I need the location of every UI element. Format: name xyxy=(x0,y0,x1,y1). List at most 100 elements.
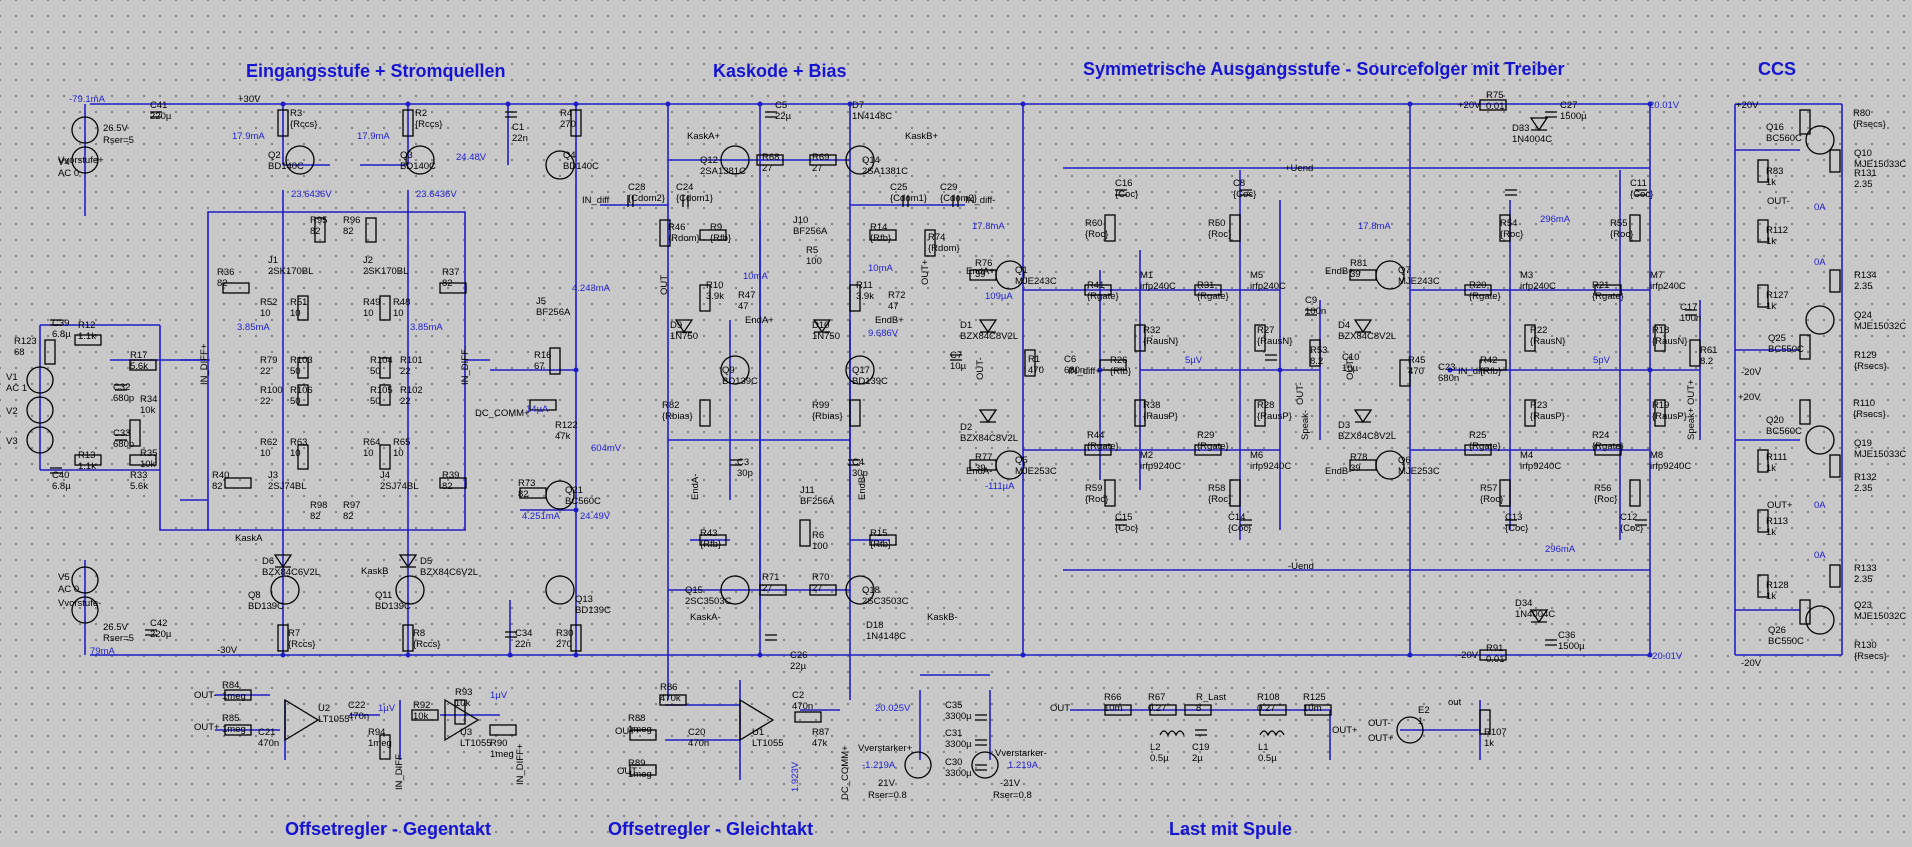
component-ref-r58: R58 xyxy=(1208,483,1226,494)
component-value-r3: {Rccs} xyxy=(290,119,318,130)
component-ref-c42: C42 xyxy=(150,618,168,629)
component-ref-r52: R52 xyxy=(260,297,278,308)
component-value-r132: 2.35 xyxy=(1854,483,1873,494)
component-value-r6: 100 xyxy=(812,541,828,552)
component-value-j1: 2SK170BL xyxy=(268,266,314,277)
component-ref-q13: Q13 xyxy=(575,594,593,605)
section-title-load: Last mit Spule xyxy=(1169,819,1293,839)
component-value-r18: {RausN} xyxy=(1652,336,1688,347)
component-value-r50: {Roc} xyxy=(1208,229,1232,240)
component-value-r104: 50 xyxy=(370,366,381,377)
source-v3-name: V3 xyxy=(6,436,18,447)
component-value-r76: 39 xyxy=(975,269,986,280)
component-ref-r7: R7 xyxy=(288,628,301,639)
component-value-r58: {Roc} xyxy=(1208,494,1232,505)
ann-v-q21: 24.49V xyxy=(580,511,611,522)
component-value-d34: 1N4004C xyxy=(1515,609,1556,620)
ann-i-r73: 4.251mA xyxy=(522,511,561,522)
net-enda-m-2: EndA- xyxy=(966,466,993,477)
component-value-r98: 82 xyxy=(310,511,321,522)
component-value-r89: 1meg xyxy=(628,769,652,780)
component-value-c39: 6.8µ xyxy=(52,329,71,340)
component-ref-r36: R36 xyxy=(217,267,235,278)
component-value-r60: {Roc} xyxy=(1085,229,1109,240)
component-ref-d9: D9 xyxy=(670,320,683,331)
component-value-r9: {Rfb} xyxy=(710,233,732,244)
component-value-j2: 2SK170BL xyxy=(363,266,409,277)
component-value-r14: {Rfb} xyxy=(870,233,892,244)
component-ref-r59: R59 xyxy=(1085,483,1103,494)
component-value-l1: 0.5µ xyxy=(1258,753,1277,764)
component-ref-q15: Q15 xyxy=(685,585,703,596)
component-value-c29: {Cdom2} xyxy=(940,193,977,204)
component-ref-r75: R75 xyxy=(1486,90,1504,101)
component-ref-r21: R21 xyxy=(1592,280,1610,291)
component-ref-r72: R72 xyxy=(888,290,906,301)
component-ref-r15: R15 xyxy=(870,528,888,539)
component-ref-q16: Q16 xyxy=(1766,122,1784,133)
component-ref-c9: C9 xyxy=(1305,295,1318,306)
component-value-j4: 2SJ74BL xyxy=(380,481,419,492)
component-ref-d4: D4 xyxy=(1338,320,1351,331)
component-ref-m3: M3 xyxy=(1520,270,1534,281)
component-ref-r10: R10 xyxy=(706,280,724,291)
component-value-q3: BD140C xyxy=(400,161,436,172)
component-value-r55: {Roc} xyxy=(1610,229,1634,240)
component-value-d6: BZX84C6V2L xyxy=(262,567,321,578)
component-ref-r23: R23 xyxy=(1530,400,1548,411)
component-value-c41: 220µ xyxy=(150,111,172,122)
component-value-r13: 1.1k xyxy=(78,461,96,472)
component-value-c10: 10µ xyxy=(1342,363,1359,374)
component-ref-c26: C26 xyxy=(790,650,808,661)
component-ref-r108: R108 xyxy=(1257,692,1280,703)
section-title-input: Eingangsstufe + Stromquellen xyxy=(246,61,506,81)
component-value-q7: MJE243C xyxy=(1398,276,1440,287)
ann-v-2001n: -20.01V xyxy=(1649,651,1683,662)
component-value-d3: BZX84C8V2L xyxy=(1338,431,1397,442)
component-ref-c36: C36 xyxy=(1558,630,1576,641)
component-ref-r9: R9 xyxy=(710,222,723,233)
component-value-r125: 10m xyxy=(1303,703,1322,714)
component-ref-q9: Q9 xyxy=(722,365,735,376)
net-speak-m: Speak- xyxy=(1300,409,1311,440)
component-ref-r90: R90 xyxy=(490,738,508,749)
component-ref-c13: C13 xyxy=(1505,512,1523,523)
ann-i-r47: 10mA xyxy=(743,271,768,282)
component-value-r64: 10 xyxy=(363,448,374,459)
component-ref-r47: R47 xyxy=(738,290,756,301)
component-ref-r68: R68 xyxy=(762,152,780,163)
component-value-d5: BZX84C6V2L xyxy=(420,567,479,578)
component-value-r82: {Rbias} xyxy=(662,411,693,422)
component-value-r26: {Rfb} xyxy=(1110,366,1132,377)
component-value-r107: 1k xyxy=(1484,738,1495,749)
component-ref-c31: C31 xyxy=(945,728,963,739)
component-value-r106: 50 xyxy=(290,396,301,407)
component-ref-r101: R101 xyxy=(400,355,423,366)
component-value-r46: {Rdom} xyxy=(668,233,700,244)
source-vverst-minus-v: -21V xyxy=(1000,778,1021,789)
component-ref-q14: Q14 xyxy=(862,155,880,166)
component-value-r2: {Rccs} xyxy=(415,119,443,130)
ann-i-vorstufe-p: -79.1mA xyxy=(69,94,105,105)
component-value-r41: {Rgate} xyxy=(1087,291,1119,302)
component-value-r74: {Rdom} xyxy=(928,243,960,254)
component-ref-r65: R65 xyxy=(393,437,411,448)
component-ref-c21: C21 xyxy=(258,727,276,738)
net-out-m-ccs: OUT- xyxy=(1767,196,1790,207)
component-value-q11: BD139C xyxy=(375,601,411,612)
component-ref-r97: R97 xyxy=(343,500,361,511)
component-value-r128: 1k xyxy=(1766,591,1777,602)
component-value-d9: 1N750 xyxy=(670,331,698,342)
component-value-c14: {Coc} xyxy=(1228,523,1252,534)
component-ref-r44: R44 xyxy=(1087,430,1105,441)
component-ref-e2: E2 xyxy=(1418,705,1430,716)
component-value-r84: 1meg xyxy=(222,691,246,702)
component-value-r101: 22 xyxy=(400,366,411,377)
component-value-m4: irfp9240C xyxy=(1520,461,1562,472)
component-value-r91: 0.01 xyxy=(1486,654,1505,665)
component-value-q21: BC560C xyxy=(565,496,601,507)
component-value-c26: 22µ xyxy=(790,661,807,672)
net-out-m-e2: OUT- xyxy=(1368,718,1391,729)
ann-i-38b: 3.85mA xyxy=(410,322,443,333)
